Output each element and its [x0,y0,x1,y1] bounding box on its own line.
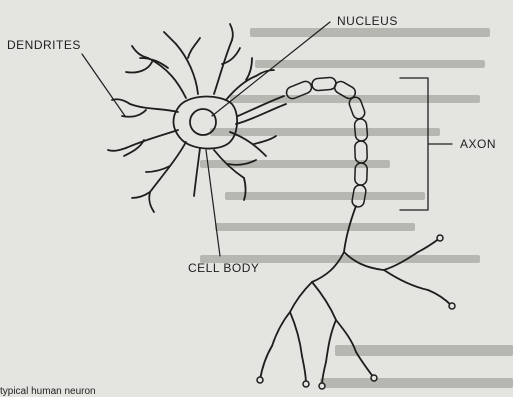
axon-hillock-shape [238,96,284,116]
axon-bracket [400,78,452,210]
synaptic-knobs [257,235,455,389]
figure-caption: typical human neuron [0,386,96,397]
leader-lines [82,22,330,256]
myelin-sheath-shape [285,77,368,208]
nucleus-label: NUCLEUS [337,14,398,28]
cell-body-label: CELL BODY [188,261,259,275]
axon-terminals-shape [260,206,452,386]
dendrites-label: DENDRITES [7,38,81,52]
nucleus-shape [190,109,216,135]
axon-label: AXON [460,137,496,151]
